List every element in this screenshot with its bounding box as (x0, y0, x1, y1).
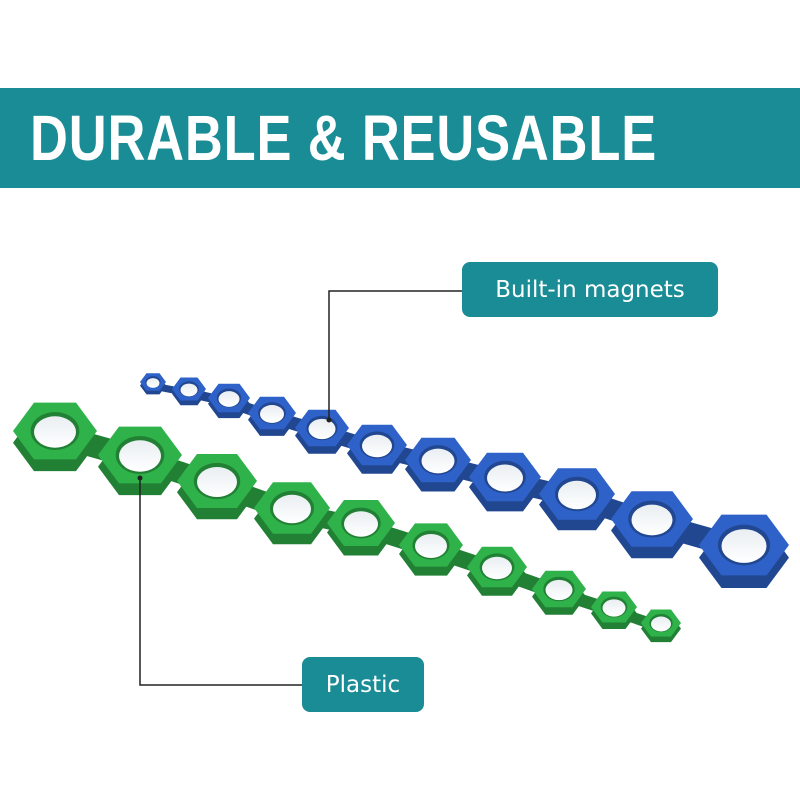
plastic-leader-dot (137, 475, 143, 481)
hex-slot (98, 426, 182, 496)
hex-slot (399, 523, 463, 576)
hex-slot (208, 383, 250, 419)
hex-slot (641, 609, 681, 643)
hex-slot (248, 396, 296, 436)
hex-slot (611, 491, 693, 559)
header-banner: DURABLE & REUSABLE (0, 88, 800, 188)
hex-slot (172, 377, 206, 406)
hex-slot (405, 437, 471, 492)
hex-slot (467, 546, 527, 596)
hex-slot (177, 454, 257, 520)
hex-slot (13, 402, 97, 472)
hex-slot (539, 468, 615, 531)
magnets-leader-line (328, 290, 462, 420)
built-in-magnets-label: Built-in magnets (462, 262, 718, 317)
plastic-leader-line (139, 478, 302, 686)
hex-slot (295, 409, 349, 454)
plastic-label: Plastic (302, 657, 424, 712)
hex-slot (347, 424, 407, 474)
hex-slot (532, 570, 586, 615)
magnetic-sorter-strip (140, 373, 789, 588)
hex-slot (254, 482, 330, 545)
hex-slot (469, 452, 541, 512)
banner-title: DURABLE & REUSABLE (30, 102, 658, 174)
plastic-sorter-strip (13, 402, 681, 643)
magnets-leader-dot (326, 417, 332, 423)
hex-slot (327, 500, 395, 556)
hex-slot (591, 591, 637, 629)
hex-slot (699, 514, 789, 588)
hex-slot (140, 373, 166, 395)
